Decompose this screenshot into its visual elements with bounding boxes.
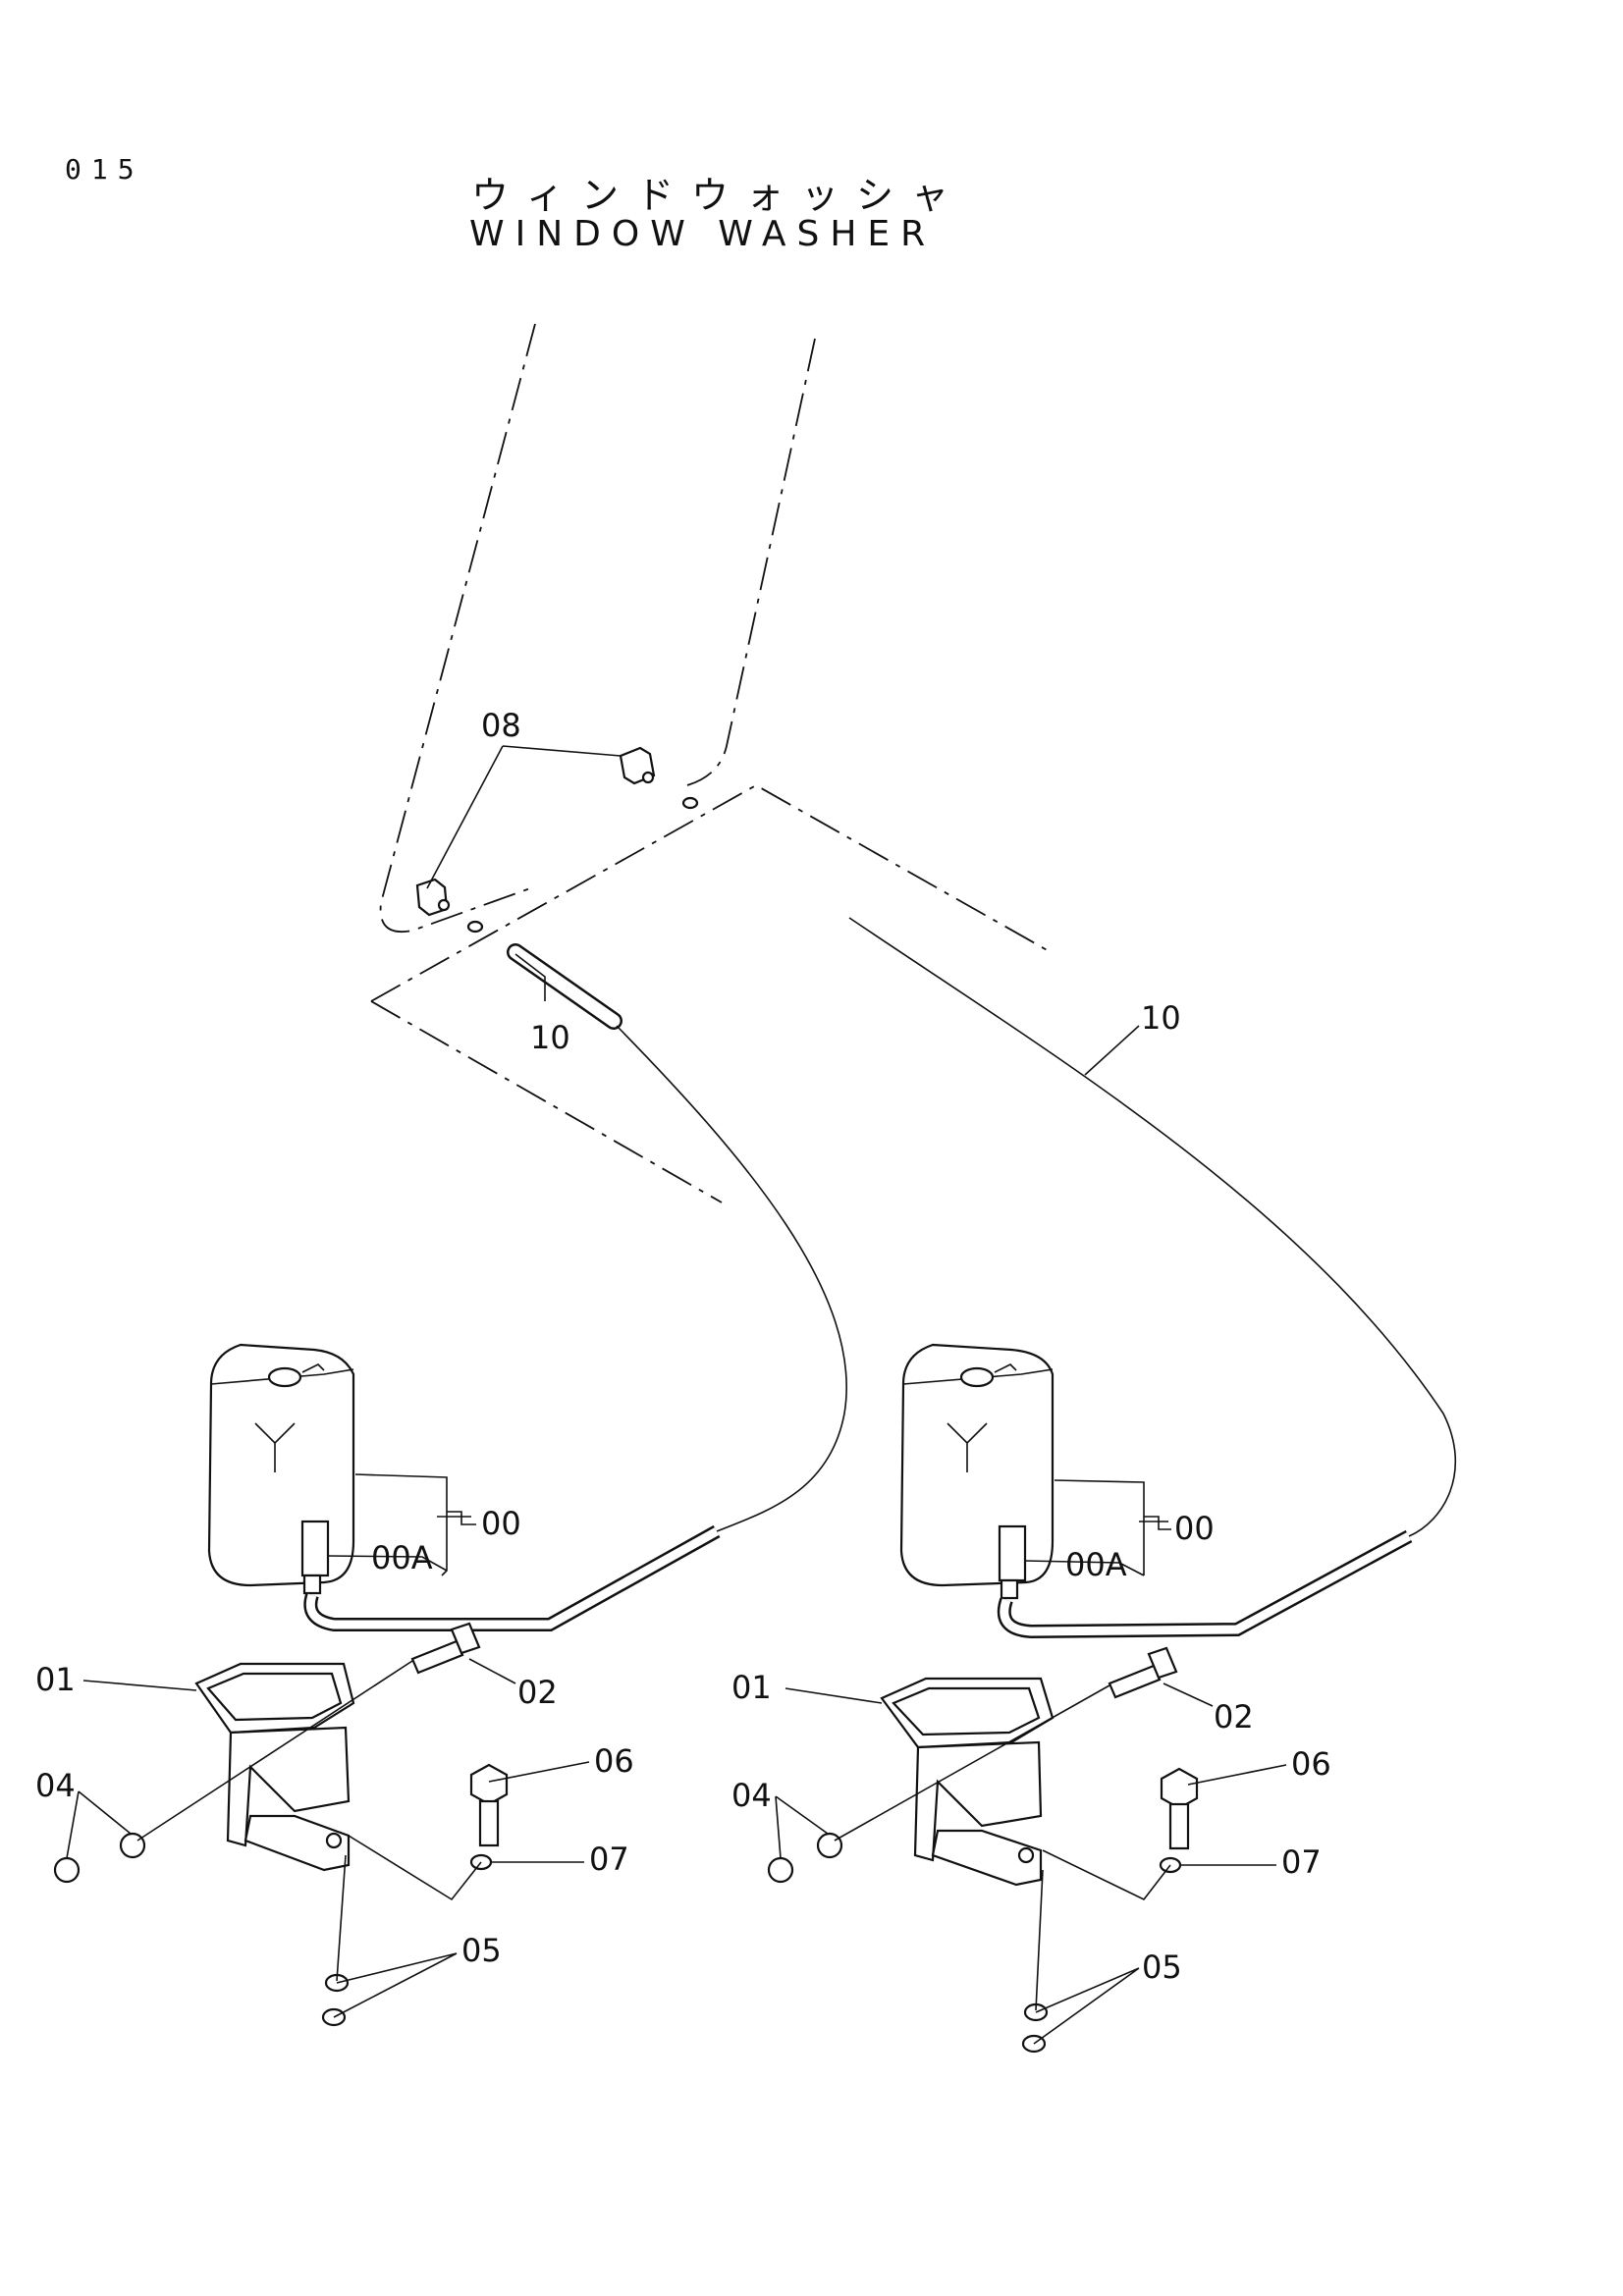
windshield-outline (379, 323, 816, 933)
callout-screw-left: 06 (594, 1742, 634, 1780)
assembly-lines-right (834, 1684, 1171, 2011)
callout-bolt-right: 02 (1214, 1698, 1254, 1735)
callout-washer-right: 05 (1142, 1949, 1182, 1986)
callout-lockwasher-right: 07 (1281, 1843, 1322, 1881)
callout-tank-right: 00 (1174, 1510, 1215, 1547)
washer-pump-right (998, 1479, 1168, 1600)
hex-screw-left (469, 1763, 509, 1847)
hose-line-right (848, 917, 1457, 1537)
hose-line-left (616, 1025, 847, 1532)
hose-segment-right (718, 826, 853, 920)
washer-nozzle-lower (415, 878, 484, 934)
washer-left (321, 1973, 350, 2027)
callout-tank-left: 00 (481, 1505, 521, 1542)
washer-tank-left (207, 1343, 355, 1587)
leader-lines (66, 745, 1287, 2045)
callout-nut-left: 04 (35, 1767, 76, 1804)
bolt-right (1108, 1646, 1178, 1699)
nut-left (53, 1832, 146, 1884)
washer-pump-left (300, 1473, 471, 1595)
callout-hose-right: 10 (1141, 999, 1181, 1037)
cab-phantom-lines (370, 783, 1052, 1203)
page-number: 015 (65, 153, 144, 186)
washer-tank-right (899, 1343, 1055, 1587)
assembly-lines-left (136, 1660, 482, 1982)
bolt-left (410, 1622, 481, 1675)
callout-bracket-right: 01 (731, 1669, 772, 1706)
callout-nut-right: 04 (731, 1777, 772, 1814)
hex-screw-right (1160, 1767, 1199, 1850)
callout-bolt-left: 02 (517, 1674, 558, 1711)
callout-washer-left: 05 (461, 1932, 502, 1969)
callout-hose-left: 10 (530, 1019, 570, 1056)
title-japanese: ウィンドウォッシャ (471, 174, 967, 217)
callout-pump-right: 00A (1065, 1546, 1127, 1583)
callout-nozzle: 08 (481, 707, 521, 744)
washer-nozzle-upper (619, 746, 699, 810)
bracket-left (194, 1662, 355, 1872)
washer-right (1021, 2002, 1049, 2054)
hose-segment-left (507, 943, 622, 1030)
callout-pump-left: 00A (371, 1539, 433, 1576)
callout-bracket-left: 01 (35, 1661, 76, 1698)
callout-screw-right: 06 (1291, 1745, 1331, 1783)
title-english: WINDOW WASHER (469, 214, 937, 254)
callout-lockwasher-left: 07 (589, 1841, 629, 1878)
bracket-right (880, 1677, 1055, 1887)
